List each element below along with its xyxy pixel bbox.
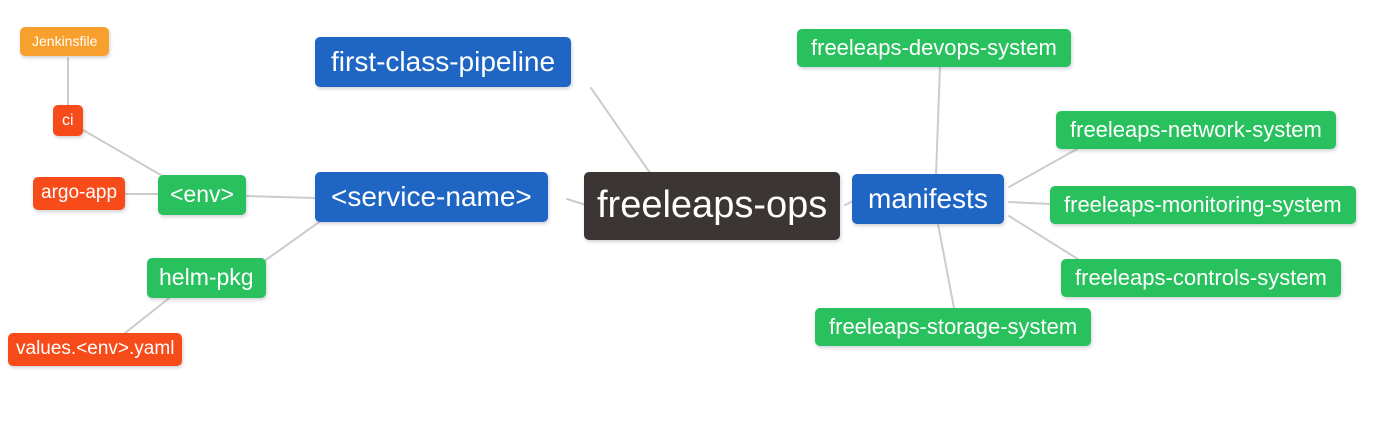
- node-argo-app[interactable]: argo-app: [33, 177, 126, 210]
- edge-ci-env: [82, 129, 167, 179]
- node-jenkinsfile[interactable]: Jenkinsfile: [20, 27, 110, 56]
- edge-service-name-freeleaps-ops: [566, 198, 587, 206]
- edge-manifests-storage-system: [937, 223, 955, 309]
- edge-manifests-devops-system: [935, 65, 941, 176]
- edge-values-helm-pkg: [124, 294, 174, 334]
- node-first-class-pipeline[interactable]: first-class-pipeline: [315, 37, 572, 87]
- node-freeleaps-monitoring-system[interactable]: freeleaps-monitoring-system: [1050, 186, 1356, 225]
- edge-manifests-network-system: [1008, 148, 1078, 188]
- node-freeleaps-network-system[interactable]: freeleaps-network-system: [1056, 111, 1336, 150]
- edge-manifests-controls-system: [1008, 215, 1082, 262]
- node-helm-pkg[interactable]: helm-pkg: [147, 258, 266, 298]
- node-freeleaps-storage-system[interactable]: freeleaps-storage-system: [815, 308, 1092, 347]
- node-freeleaps-ops-root[interactable]: freeleaps-ops: [584, 172, 841, 240]
- edge-first-class-pipeline-freeleaps-ops: [590, 87, 651, 174]
- edge-env-service-name: [245, 195, 316, 199]
- node-freeleaps-devops-system[interactable]: freeleaps-devops-system: [797, 29, 1071, 68]
- node-freeleaps-controls-system[interactable]: freeleaps-controls-system: [1061, 259, 1341, 298]
- node-env[interactable]: <env>: [158, 175, 246, 215]
- edge-freeleaps-ops-manifests: [844, 200, 854, 206]
- node-values-env-yaml[interactable]: values.<env>.yaml: [8, 333, 183, 366]
- edge-manifests-monitoring-system: [1008, 201, 1052, 205]
- node-ci[interactable]: ci: [53, 105, 83, 137]
- node-manifests[interactable]: manifests: [852, 174, 1004, 224]
- edge-helm-pkg-service-name: [262, 219, 323, 263]
- node-service-name[interactable]: <service-name>: [315, 172, 548, 222]
